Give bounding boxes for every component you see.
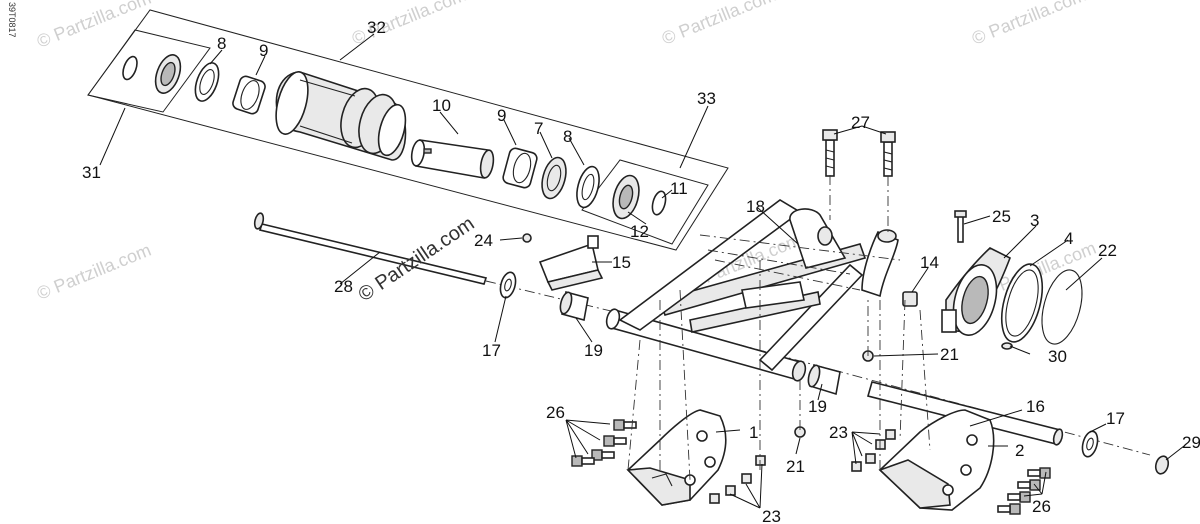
watermark: © Partzilla.com — [659, 0, 779, 49]
callout-1: 1 — [749, 423, 758, 442]
kit-box-33 — [581, 159, 709, 245]
diagram-code: 39T0817 — [7, 2, 17, 38]
spacer-9-top — [232, 75, 266, 115]
sleeve-10 — [410, 139, 495, 179]
callout-9: 9 — [497, 106, 506, 125]
cap-29 — [1154, 455, 1170, 475]
callout-15: 15 — [612, 253, 631, 272]
circlip-22 — [1041, 269, 1083, 345]
shock-bracket — [861, 229, 899, 298]
bolt-27-right — [880, 131, 896, 177]
callout-7: 7 — [534, 119, 543, 138]
spacer-9-mid — [502, 147, 538, 189]
watermark: © Partzilla.com — [969, 0, 1089, 49]
callout-19: 19 — [808, 397, 827, 416]
callout-8: 8 — [217, 34, 226, 53]
callout-27: 27 — [851, 113, 870, 132]
bushing-14 — [902, 291, 918, 307]
guard-plate-1 — [626, 409, 727, 506]
seal-ring — [122, 55, 138, 81]
bolt-26-left-3 — [591, 449, 615, 461]
watermark: © Partzilla.com — [34, 240, 154, 304]
callout-19: 19 — [584, 341, 603, 360]
washer-17-left — [499, 271, 517, 299]
callout-11: 11 — [670, 179, 688, 198]
callout-21: 21 — [940, 345, 959, 364]
watermark-main: © Partzilla.com — [354, 213, 478, 307]
callout-26: 26 — [1032, 497, 1051, 516]
callout-31: 31 — [82, 163, 101, 182]
nut-23-left — [709, 455, 766, 504]
bearing-outer — [154, 54, 182, 94]
callout-29: 29 — [1182, 433, 1200, 452]
callout-25: 25 — [992, 207, 1011, 226]
bushing-19-right — [807, 364, 841, 396]
screw-24 — [522, 233, 532, 243]
callout-3: 3 — [1030, 211, 1039, 230]
callout-32: 32 — [367, 18, 386, 37]
callout-4: 4 — [1064, 229, 1073, 248]
callout-9: 9 — [259, 41, 268, 60]
bolt-26-left-4 — [571, 455, 595, 467]
guard-plate-2 — [878, 409, 995, 511]
callout-12: 12 — [630, 222, 649, 241]
bearing-12 — [612, 174, 640, 220]
bolt-25 — [954, 210, 967, 243]
kit-box-32 — [87, 9, 729, 251]
washer-17-right — [1081, 430, 1099, 458]
callout-16: 16 — [1026, 397, 1045, 416]
callout-23: 23 — [829, 423, 848, 442]
callout-23: 23 — [762, 507, 781, 524]
pivot-tube — [275, 71, 407, 161]
callout-8: 8 — [563, 127, 572, 146]
bushing-8-mid — [576, 165, 600, 209]
callout-14: 14 — [920, 253, 939, 272]
seal-7 — [541, 156, 567, 200]
callout-28: 28 — [334, 277, 353, 296]
bushing-19-left — [559, 290, 589, 322]
bolt-27-left — [822, 129, 838, 177]
callout-26: 26 — [546, 403, 565, 422]
callout-30: 30 — [1048, 347, 1067, 366]
nut-30 — [1001, 342, 1013, 350]
callout-17: 17 — [482, 341, 501, 360]
callout-17: 17 — [1106, 409, 1125, 428]
leader-lines — [99, 33, 1185, 509]
bushing-8-top — [194, 62, 220, 102]
bolt-26-left-2 — [603, 435, 627, 447]
callout-22: 22 — [1098, 241, 1117, 260]
callout-24: 24 — [474, 231, 493, 250]
bolt-26-left-1 — [613, 419, 637, 431]
swing-arm-18 — [605, 199, 867, 382]
callout-10: 10 — [432, 96, 451, 115]
clip-15 — [538, 235, 604, 291]
seal-11 — [651, 190, 667, 216]
housing-3 — [941, 247, 1012, 336]
watermark: © Partzilla.com — [34, 0, 154, 52]
assembly-lines — [627, 175, 931, 481]
nut-23-right — [851, 429, 896, 472]
callout-18: 18 — [746, 197, 765, 216]
callout-labels: 1 2 3 4 7 8 8 9 9 10 11 12 14 15 16 17 1… — [82, 18, 1200, 524]
callout-21: 21 — [786, 457, 805, 476]
callout-33: 33 — [697, 89, 716, 108]
callout-2: 2 — [1015, 441, 1024, 460]
